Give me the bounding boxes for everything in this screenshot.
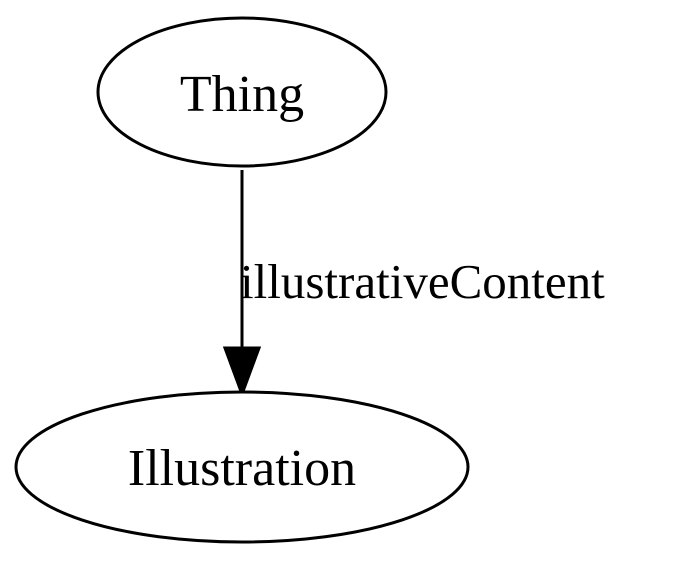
node-illustration-label: Illustration [128,440,356,497]
node-illustration-shape [14,390,470,544]
edge-label: illustrativeContent [240,254,605,309]
node-thing-shape [96,16,388,168]
arrowhead-icon [222,346,262,399]
node-thing-label: Thing [180,66,304,123]
edge-thing-to-illustration: illustrativeContent [222,170,605,399]
node-thing[interactable]: Thing [96,16,388,168]
node-illustration[interactable]: Illustration [14,390,470,544]
